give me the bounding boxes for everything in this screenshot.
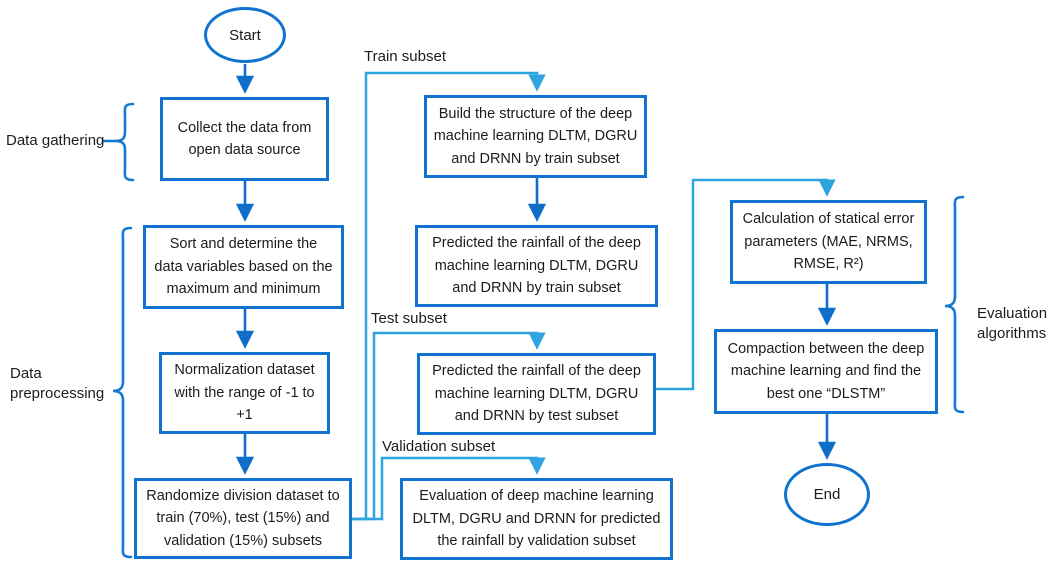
validation-subset-label: Validation subset (382, 438, 496, 455)
end-label: End (813, 486, 841, 503)
node-predict-train: Predicted the rainfall of the deep machi… (415, 225, 658, 307)
data-gathering-label: Data gathering (6, 132, 105, 149)
node-predict-test-text: Predicted the rainfall of the deep machi… (432, 363, 641, 425)
node-randomize-text: Randomize division dataset to train (70%… (146, 487, 340, 549)
node-sort-text: Sort and determine the data variables ba… (154, 236, 333, 298)
start-label: Start (229, 26, 261, 44)
node-collect-data: Collect the data from open data source (160, 97, 329, 181)
node-normalization: Normalization dataset with the range of … (159, 352, 330, 434)
brace-evaluation-algorithms (944, 195, 965, 414)
connector-test-to-calc (656, 178, 836, 391)
end-terminal: End (784, 463, 870, 526)
start-terminal: Start (204, 7, 286, 63)
train-subset-label: Train subset (364, 48, 446, 65)
node-compare-text: Compaction between the deep machine lear… (727, 340, 925, 402)
node-calc-error-parameters: Calculation of statical error parameters… (730, 200, 927, 284)
node-sort-determine: Sort and determine the data variables ba… (143, 225, 344, 309)
node-randomize-division: Randomize division dataset to train (70%… (134, 478, 352, 559)
node-compaction-best: Compaction between the deep machine lear… (714, 329, 938, 414)
node-calc-error-text: Calculation of statical error parameters… (742, 211, 915, 273)
brace-data-gathering (114, 102, 135, 182)
node-evaluation-validation: Evaluation of deep machine learning DLTM… (400, 478, 673, 560)
node-predict-train-text: Predicted the rainfall of the deep machi… (432, 235, 641, 297)
brace-data-preprocessing (112, 226, 133, 559)
node-predict-test: Predicted the rainfall of the deep machi… (417, 353, 656, 435)
node-collect-text: Collect the data from open data source (177, 119, 312, 158)
connector-validation-subset (352, 456, 546, 521)
test-subset-label: Test subset (371, 310, 447, 327)
node-evaluate-text: Evaluation of deep machine learning DLTM… (412, 488, 661, 550)
node-normalize-text: Normalization dataset with the range of … (174, 362, 315, 424)
evaluation-algorithms-label: Evaluation algorithms (977, 305, 1048, 343)
node-build-structure: Build the structure of the deep machine … (424, 95, 647, 178)
data-preprocessing-label: Data preprocessing (10, 365, 105, 403)
node-build-text: Build the structure of the deep machine … (433, 105, 638, 167)
